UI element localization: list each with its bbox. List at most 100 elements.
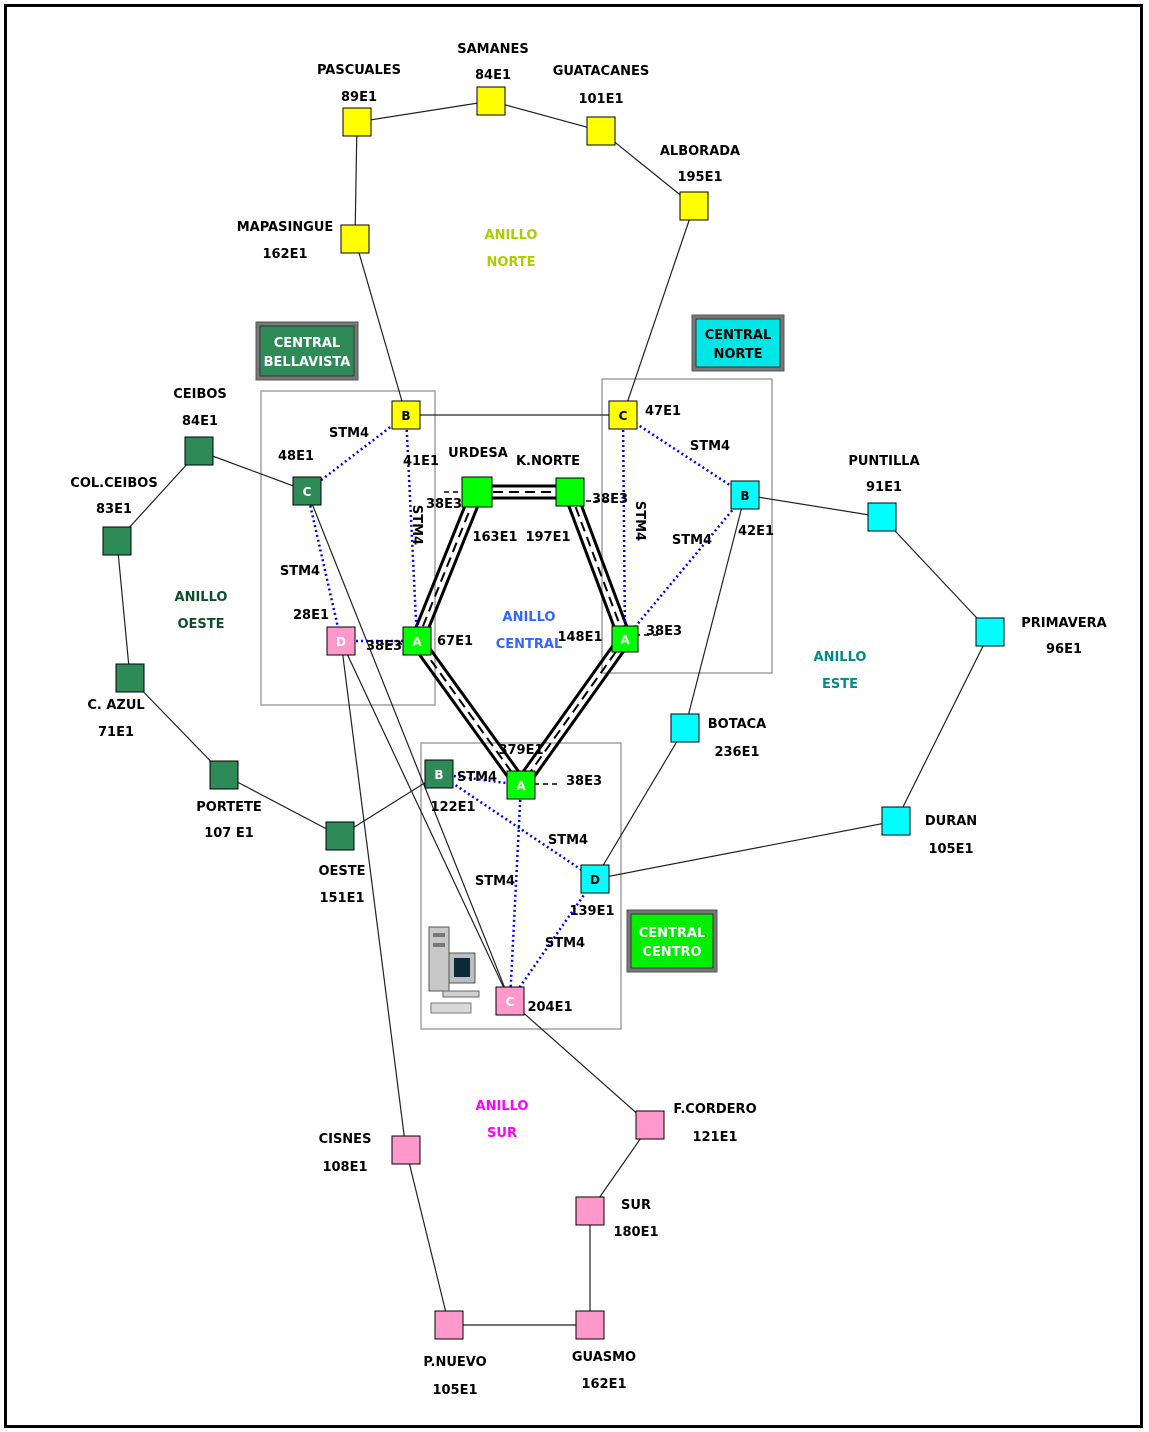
node-capacity-label: 236E1 [714,745,759,760]
svg-text:CENTRAL: CENTRAL [274,336,341,351]
node-capacity-label: 105E1 [928,842,973,857]
svg-text:CENTRAL: CENTRAL [496,637,563,652]
node-guasmo[interactable] [575,1310,605,1340]
node-capacity-label: 83E1 [96,502,132,517]
central-bellavista-badge: CENTRAL BELLAVISTA [255,321,359,381]
central-ring-dashed-link [569,491,626,640]
node-letter: C [303,485,312,499]
node-norte_c[interactable]: C [608,400,638,430]
node-guatacanes[interactable] [586,116,616,146]
node-norte_a[interactable]: A [611,625,639,653]
node-urdesa[interactable] [461,476,493,508]
node-name-label: SUR [621,1198,651,1213]
node-letter: C [619,409,628,423]
node-capacity-label: 47E1 [645,404,681,419]
central-ring-link [524,641,632,790]
svg-text:ANILLO: ANILLO [503,610,556,625]
node-capacity-label: 379E1 [498,743,543,758]
node-botaca[interactable] [670,713,700,743]
node-centro_b[interactable]: B [424,759,454,789]
node-name-label: MAPASINGUE [237,220,334,235]
node-capacity-label: 122E1 [430,800,475,815]
node-letter: D [590,873,600,887]
ring-este-label: ANILLO ESTE [814,650,867,692]
central-ring-link [514,634,622,783]
stm4-label: STM4 [672,533,712,548]
node-capacity-label: 121E1 [692,1130,737,1145]
central-site-box [420,742,622,1030]
node-name-label: DURAN [925,814,977,829]
node-letter: B [401,409,410,423]
node-bellavista_c[interactable]: C [292,476,322,506]
node-puntilla[interactable] [867,502,897,532]
node-name-label: F.CORDERO [673,1102,756,1117]
node-capacity-label: 162E1 [262,247,307,262]
node-capacity-label: 67E1 [437,634,473,649]
fiber-link [116,450,200,542]
node-ceibos[interactable] [184,436,214,466]
central-site-box [601,378,773,674]
node-name-label: CEIBOS [173,387,227,402]
stm4-label: STM4 [475,874,515,889]
node-centro_d[interactable]: D [580,864,610,894]
node-norte_b[interactable]: B [730,480,760,510]
stm4-label: STM4 [409,505,424,545]
node-bellavista_a[interactable]: A [402,626,432,656]
svg-text:OESTE: OESTE [177,617,224,632]
node-sur[interactable] [575,1196,605,1226]
fiber-link [509,1000,651,1126]
node-knorte[interactable] [555,477,585,507]
node-capacity-label: 48E1 [278,449,314,464]
node-bellavista_b[interactable]: B [391,400,421,430]
fiber-link [490,100,602,132]
node-duran[interactable] [881,806,911,836]
node-capacity-label: 107 E1 [204,826,254,841]
node-capacity-label: 96E1 [1046,642,1082,657]
node-name-label: COL.CEIBOS [70,476,157,491]
node-capacity-label: 41E1 [403,454,439,469]
e3-label: 38E3 [646,624,682,639]
svg-text:ANILLO: ANILLO [814,650,867,665]
central-ring-link [421,493,484,644]
stm4-link [438,772,522,787]
node-pascuales[interactable] [342,107,372,137]
node-fcordero[interactable] [635,1110,665,1140]
node-oeste[interactable] [325,821,355,851]
node-name-label: CISNES [319,1132,372,1147]
node-colceibos[interactable] [102,526,132,556]
node-bellavista_d[interactable]: D [326,626,356,656]
node-samanes[interactable] [476,86,506,116]
fiber-link [340,640,511,1002]
node-portete[interactable] [209,760,239,790]
node-alborada[interactable] [679,191,709,221]
stm4-label: STM4 [457,770,497,785]
central-ring-link [420,636,528,783]
node-primavera[interactable] [975,617,1005,647]
fiber-link [744,494,883,518]
node-mapasingue[interactable] [340,224,370,254]
node-capacity-label: 151E1 [319,891,364,906]
node-name-label: BOTACA [708,717,766,732]
node-cisnes[interactable] [391,1135,421,1165]
svg-text:ESTE: ESTE [822,677,858,692]
node-name-label: C. AZUL [87,698,144,713]
fiber-link [356,100,492,123]
stm4-label: STM4 [329,426,369,441]
node-centro_a[interactable]: A [506,770,536,800]
svg-text:BELLAVISTA: BELLAVISTA [264,355,351,370]
node-letter: D [336,635,346,649]
node-centro_c[interactable]: C [495,986,525,1016]
central-ring-dashed-link [416,640,522,786]
central-ring-link [410,489,473,640]
stm4-link [508,784,523,1002]
node-capacity-label: 180E1 [613,1225,658,1240]
node-letter: A [516,779,526,793]
node-cazul[interactable] [115,663,145,693]
node-capacity-label: 163E1 [472,530,517,545]
node-capacity-label: 139E1 [569,904,614,919]
node-pnuevo[interactable] [434,1310,464,1340]
